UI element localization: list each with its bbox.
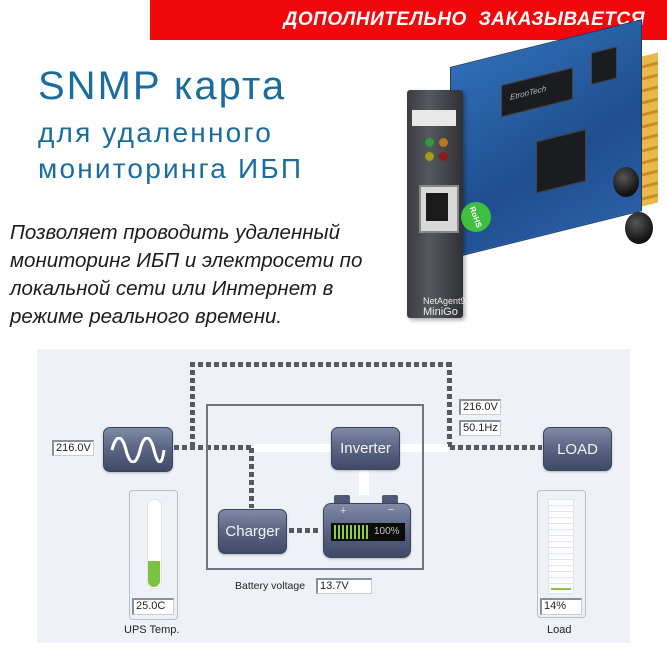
inverter-battery-link [359, 470, 369, 495]
status-led [425, 152, 434, 161]
processor-chip [536, 129, 586, 194]
load-meter [537, 490, 586, 618]
battery-indicator[interactable]: + − 100% [323, 495, 411, 558]
sine-wave-icon [110, 436, 166, 463]
battery-charge-bars [334, 525, 370, 539]
load-bar-track [548, 499, 574, 594]
bypass-line-left [190, 362, 195, 448]
thermometer-fill [148, 561, 160, 587]
battery-charge-display: 100% [331, 523, 405, 541]
charger-button[interactable]: Charger [218, 509, 287, 554]
inverter-button[interactable]: Inverter [331, 427, 400, 470]
charger-battery-line [289, 528, 321, 533]
status-led [425, 138, 434, 147]
headline-subtitle-line1: для удаленного [38, 117, 273, 148]
banner-text: ДОПОЛНИТЕЛЬНО ЗАКАЗЫВАЕТСЯ [283, 9, 645, 30]
chip-label: EtronTech [510, 84, 547, 103]
memory-chip: EtronTech [501, 67, 573, 118]
serial-label [412, 110, 456, 126]
product-description: Позволяет проводить удаленный мониторинг… [10, 221, 363, 328]
bypass-line-right [447, 362, 452, 448]
faceplate: NetAgent9 MiniGo [407, 90, 466, 318]
ac-input-button[interactable] [103, 427, 173, 472]
order-banner: ДОПОЛНИТЕЛЬНО ЗАКАЗЫВАЕТСЯ [150, 0, 667, 40]
ups-enclosure [206, 404, 424, 570]
charger-feed-line [249, 448, 254, 508]
bypass-line-top [190, 362, 452, 367]
battery-plus-sign: + [340, 505, 347, 517]
battery-terminal-plus [334, 495, 350, 505]
output-voltage-readout: 216.0V [459, 399, 501, 415]
output-frequency-readout: 50.1Hz [459, 420, 501, 436]
capacitor [613, 167, 639, 197]
snmp-card-photo: EtronTech NetAgent9 MiniGo RoHS [395, 19, 660, 330]
battery-terminal-minus [382, 495, 398, 505]
status-led [439, 152, 448, 161]
battery-minus-sign: − [388, 504, 395, 516]
ups-temp-readout: 25.0C [132, 598, 174, 615]
small-chip [591, 46, 617, 85]
status-led [439, 138, 448, 147]
capacitor [625, 212, 653, 244]
input-line [174, 445, 254, 450]
load-bar-fill [551, 588, 571, 590]
input-voltage-readout: 216.0V [52, 440, 94, 456]
battery-voltage-label: Battery voltage [235, 580, 306, 592]
battery-body: + − 100% [323, 503, 411, 558]
ups-temp-label: UPS Temp. [124, 624, 180, 636]
battery-voltage-readout: 13.7V [316, 578, 372, 594]
ethernet-port [419, 185, 459, 233]
load-label: Load [547, 624, 572, 636]
headline-subtitle-line2: мониторинга ИБП [38, 153, 304, 184]
load-button[interactable]: LOAD [543, 427, 612, 471]
battery-percent: 100% [374, 526, 400, 537]
model-name: MiniGo [423, 306, 458, 318]
brand-name: NetAgent9 [423, 296, 466, 306]
load-readout: 14% [540, 598, 582, 615]
brand-label: NetAgent9 MiniGo [423, 296, 466, 318]
output-line [450, 445, 542, 450]
headline-title: SNMP карта [38, 64, 287, 108]
